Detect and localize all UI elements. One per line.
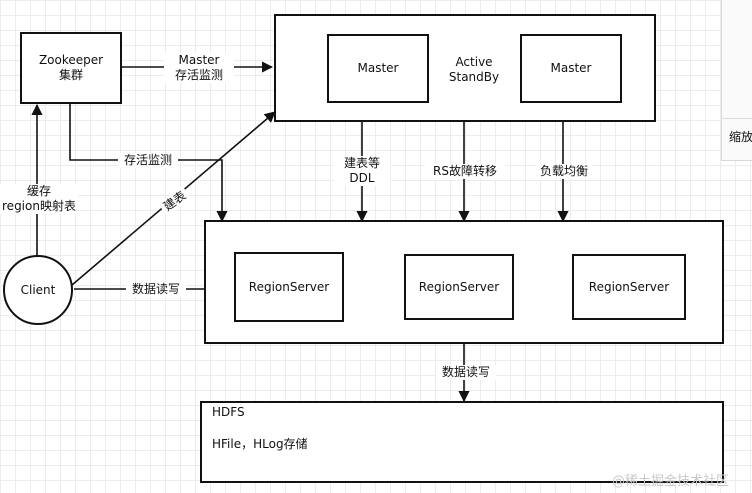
master-left-label: Master: [357, 61, 399, 75]
regionserver-box-2: RegionServer: [404, 254, 514, 320]
master-left-box: Master: [327, 34, 429, 103]
regionserver-label-2: RegionServer: [418, 279, 500, 294]
side-panel-divider: [721, 118, 752, 119]
edge-label-zk-to-master: Master 存活监测: [164, 53, 234, 83]
hdfs-title: HDFS: [212, 405, 245, 419]
zookeeper-cluster-box: Zookeeper 集群: [20, 32, 122, 104]
regionserver-label-1: RegionServer: [248, 279, 330, 294]
edge-label-regionserver-to-hdfs: 数据读写: [436, 365, 496, 380]
active-standby-label: Active StandBy: [440, 55, 508, 85]
regionserver-box-1: RegionServer: [234, 252, 344, 322]
zookeeper-cluster-label: Zookeeper 集群: [38, 53, 104, 82]
edge-label-master-load-balance: 负载均衡: [536, 164, 592, 179]
edge-label-zk-alive-check: 存活监测: [118, 153, 178, 168]
edge-label-client-read-write: 数据读写: [126, 282, 186, 297]
regionserver-box-3: RegionServer: [572, 254, 686, 320]
client-node: Client: [3, 255, 73, 325]
edge-label-client-cache: 缓存 region映射表: [0, 184, 78, 214]
hdfs-box: HDFS HFile，HLog存储: [200, 401, 724, 483]
regionserver-label-3: RegionServer: [588, 279, 670, 294]
hdfs-description: HFile，HLog存储: [212, 437, 308, 451]
edge-label-master-ddl: 建表等 DDL: [334, 156, 390, 186]
side-panel: [721, 0, 752, 161]
master-right-box: Master: [520, 34, 622, 103]
zoom-label[interactable]: 缩放: [729, 130, 752, 144]
watermark: @稀土掘金技术社区: [612, 474, 730, 489]
client-label: Client: [20, 282, 56, 297]
edge-label-master-failover: RS故障转移: [425, 164, 505, 179]
master-right-label: Master: [550, 61, 592, 75]
